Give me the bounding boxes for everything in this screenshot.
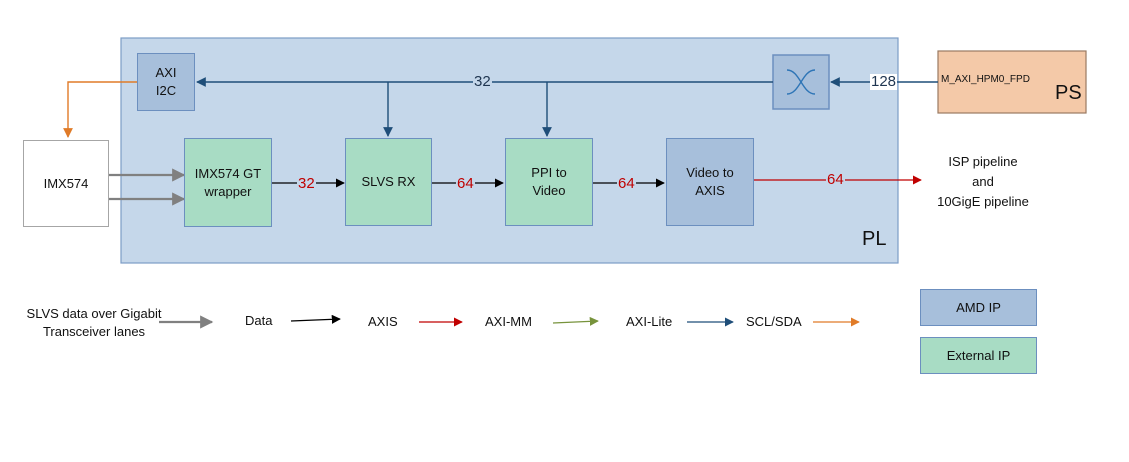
ppi-to-video-block: PPI to Video [505, 138, 593, 226]
axilite-bus-width: 32 [473, 73, 492, 90]
interconnect-cross-icon [786, 69, 816, 95]
legend-axi-mm-label: AXI-MM [485, 314, 532, 329]
i2c-to-sensor-line [63, 81, 137, 138]
legend-axis-label: AXIS [368, 314, 398, 329]
legend-slvs-label: SLVS data over Gigabit Transceiver lanes [26, 306, 162, 339]
imx574-sensor-block: IMX574 [23, 140, 109, 227]
legend-axi-lite-label: AXI-Lite [626, 314, 673, 329]
legend-data-arrow [290, 314, 341, 324]
pl-label: PL [862, 228, 887, 250]
output-pipeline-label: ISP pipeline and 10GigE pipeline [937, 154, 1029, 209]
legend-data-label: Data [245, 313, 273, 328]
video-out-width: 64 [826, 171, 845, 188]
ps-label: PS [1055, 82, 1082, 104]
legend-amd-ip-box: AMD IP [920, 289, 1037, 326]
legend-axi-mm-arrow [552, 316, 599, 326]
legend-external-ip-box: External IP [920, 337, 1037, 374]
gt-wrapper-block: IMX574 GT wrapper [184, 138, 272, 227]
axi-i2c-block: AXI I2C [137, 53, 195, 111]
ps-region [937, 50, 1087, 114]
legend-scl-sda-label: SCL/SDA [746, 314, 802, 329]
video-to-axis-block: Video to AXIS [666, 138, 754, 226]
ps-link-width: 128 [870, 73, 898, 90]
slvs-to-ppi-width: 64 [456, 175, 475, 192]
m-axi-label: M_AXI_HPM0_FPD [941, 74, 1030, 85]
slvs-rx-block: SLVS RX [345, 138, 432, 226]
gt-to-slvs-width: 32 [297, 175, 316, 192]
ppi-to-video-width: 64 [617, 175, 636, 192]
